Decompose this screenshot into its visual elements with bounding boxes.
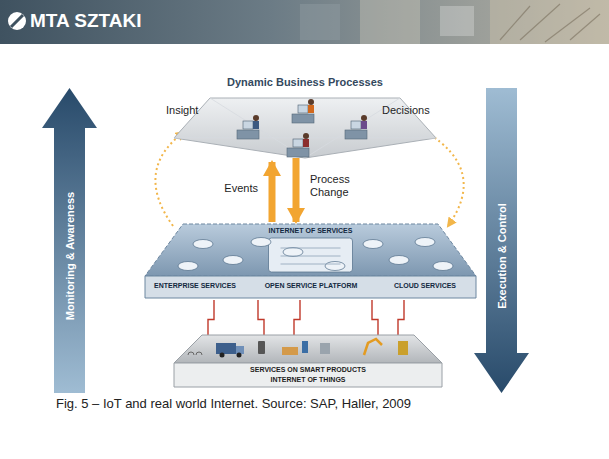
flow-arrow: [269, 162, 276, 222]
feedback-arc: [426, 132, 464, 226]
service-layer-edge: [145, 276, 476, 298]
drawing: [364, 339, 382, 355]
service-layer: [145, 224, 476, 276]
flow-arrow: [293, 158, 300, 222]
drawing: [287, 148, 309, 157]
drawing: [351, 121, 361, 129]
drawing: [188, 352, 202, 355]
service-label: OPEN SERVICE PLATFORM: [255, 282, 367, 290]
drawing: [292, 114, 314, 123]
drawing: [293, 139, 303, 147]
drawing: [415, 238, 435, 247]
link-line: [258, 300, 264, 339]
drawing: [283, 248, 303, 257]
drawing: [325, 262, 345, 271]
monitoring-arrow: Monitoring & Awareness: [42, 88, 97, 393]
drawing: [345, 130, 367, 139]
drawing: [237, 130, 259, 139]
drawing: [253, 115, 259, 121]
drawing: [237, 353, 242, 358]
layer-label: INTERNET OF THINGS: [172, 376, 444, 384]
drawing: [258, 341, 265, 354]
feedback-arc: [155, 132, 184, 226]
drawing: [398, 341, 408, 355]
title-text: Dynamic Business Processes: [170, 76, 440, 89]
decisions-label: Decisions: [382, 104, 442, 117]
drawing: [303, 139, 309, 147]
node-shape: [170, 76, 440, 160]
figure-caption: Fig. 5 – IoT and real world Internet. So…: [56, 396, 411, 411]
logo-text: MTA SZTAKI: [30, 10, 142, 32]
product-layer: SERVICES ON SMART PRODUCTS INTERNET OF TH…: [172, 333, 444, 389]
link-line: [372, 300, 378, 339]
arrow-label: Monitoring & Awareness: [63, 192, 76, 320]
drawing: [178, 262, 198, 271]
drawing: [361, 115, 367, 121]
service-label: ENTERPRISE SERVICES: [149, 282, 241, 290]
link-line: [208, 300, 214, 339]
drawing: [145, 224, 476, 298]
edge-label: Process Change: [308, 173, 372, 198]
drawing: [363, 240, 383, 249]
drawing: [302, 341, 308, 353]
drawing: [193, 240, 213, 249]
layer-title: INTERNET OF SERVICES: [243, 227, 378, 235]
drawing: [389, 256, 409, 265]
drawing: [220, 353, 225, 358]
drawing: [298, 105, 308, 113]
insight-label: Insight: [166, 104, 208, 117]
service-layer: INTERNET OF SERVICES ENTERPRISE SERVICES O…: [143, 222, 478, 300]
down-arrow: [474, 88, 529, 393]
process-plane: Dynamic Business ProcessesInsightDecisio…: [170, 76, 440, 160]
drawing: [308, 99, 314, 105]
drawing: [251, 238, 271, 247]
drawing: [243, 121, 253, 129]
up-arrow: [42, 88, 97, 393]
link-line: [294, 300, 300, 339]
drawing: [216, 343, 236, 354]
arrow-label: Execution & Control: [495, 203, 508, 309]
drawing: [281, 248, 341, 264]
product-layer: [174, 335, 442, 363]
link-line: [398, 300, 404, 339]
layer-label: SERVICES ON SMART PRODUCTS: [172, 366, 444, 374]
edge-label: Events: [216, 182, 260, 195]
drawing: [303, 133, 309, 139]
drawing: [282, 347, 298, 355]
drawing: [320, 343, 330, 354]
drawing: [253, 121, 259, 129]
execution-arrow: Execution & Control: [474, 88, 529, 393]
drawing: [308, 105, 314, 113]
drawing: [269, 238, 353, 272]
service-label: CLOUD SERVICES: [379, 282, 471, 290]
drawing: [433, 262, 453, 271]
drawing: [223, 256, 243, 265]
drawing: [361, 121, 367, 129]
